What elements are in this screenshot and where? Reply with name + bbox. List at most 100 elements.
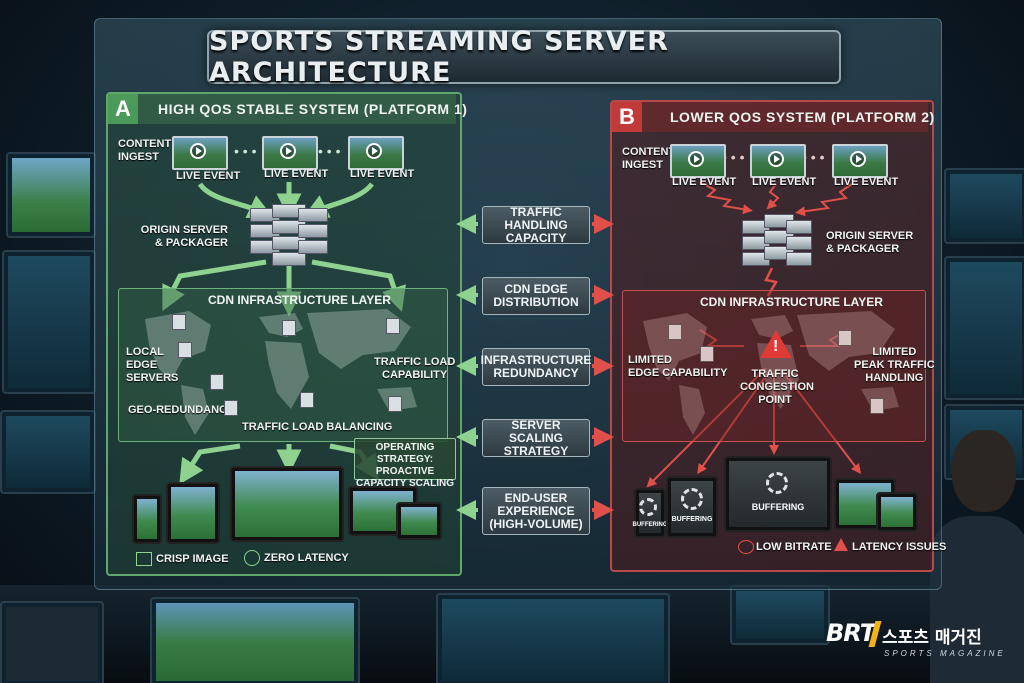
play-icon bbox=[190, 143, 206, 159]
edge-server-icon bbox=[210, 374, 224, 390]
brand-name: BRT bbox=[826, 619, 876, 647]
degraded-delivery-arrow bbox=[781, 369, 862, 474]
crisp-image-label: CRISP IMAGE bbox=[156, 553, 229, 565]
distribution-arrow bbox=[311, 259, 406, 312]
comparison-redundancy: INFRASTRUCTURE REDUNDANCY bbox=[481, 348, 591, 386]
buffering-spinner bbox=[681, 488, 703, 510]
platform-b-header bbox=[612, 102, 928, 132]
live-event-label: LIVE EVENT bbox=[834, 176, 899, 188]
delivery-arrow bbox=[179, 443, 241, 485]
lightning-icon bbox=[244, 550, 260, 566]
buffering-spinner bbox=[766, 472, 788, 494]
desk-monitor bbox=[150, 597, 360, 683]
tablet-device bbox=[396, 502, 442, 540]
unstable-ingest-arrow bbox=[699, 181, 753, 215]
platform-b-badge: B bbox=[612, 102, 642, 132]
platform-a-badge: A bbox=[108, 94, 138, 124]
content-ingest-label: CONTENT INGEST bbox=[622, 146, 676, 171]
warning-icon bbox=[834, 538, 848, 551]
comparison-arrows bbox=[456, 214, 614, 520]
edge-server-icon bbox=[700, 346, 714, 362]
origin-server-label: ORIGIN SERVER & PACKAGER bbox=[140, 224, 228, 249]
limited-edge-label: LIMITED EDGE CAPABILITY bbox=[628, 354, 728, 379]
page-title: SPORTS STREAMING SERVER ARCHITECTURE bbox=[209, 26, 669, 88]
warning-icon bbox=[760, 330, 792, 358]
low-bitrate-label: LOW BITRATE bbox=[756, 541, 832, 553]
svg-text:• • •: • • • bbox=[318, 143, 341, 159]
background-monitor bbox=[6, 152, 96, 238]
tablet-device bbox=[876, 492, 918, 532]
control-desk bbox=[0, 585, 1024, 683]
tv-device-buffering: BUFFERING bbox=[724, 456, 832, 532]
buffering-label: BUFFERING bbox=[671, 516, 713, 523]
geo-redundancy-label: GEO-REDUNDANCY bbox=[128, 404, 235, 416]
live-event-thumbnail bbox=[172, 136, 228, 170]
live-event-thumbnail bbox=[348, 136, 404, 170]
unstable-ingest-arrow bbox=[766, 183, 780, 210]
play-icon bbox=[768, 151, 784, 167]
chart-icon bbox=[136, 552, 152, 566]
live-event-thumbnail bbox=[750, 144, 806, 178]
brand-korean: 스포츠 매거진 bbox=[882, 628, 982, 648]
edge-server-icon bbox=[386, 318, 400, 334]
background-monitor bbox=[2, 250, 96, 394]
lightning-link bbox=[764, 267, 778, 297]
play-icon bbox=[280, 143, 296, 159]
platform-a-title: HIGH QOS STABLE SYSTEM (PLATFORM 1) bbox=[158, 101, 468, 117]
content-ingest-label: CONTENT INGEST bbox=[118, 138, 172, 163]
live-event-label: LIVE EVENT bbox=[176, 170, 241, 182]
live-event-thumbnail bbox=[262, 136, 318, 170]
live-event-label: LIVE EVENT bbox=[752, 176, 817, 188]
play-icon bbox=[688, 151, 704, 167]
title-banner: SPORTS STREAMING SERVER ARCHITECTURE bbox=[207, 26, 841, 88]
live-event-label: LIVE EVENT bbox=[672, 176, 737, 188]
svg-text:• • •: • • • bbox=[234, 143, 257, 159]
svg-text:• • •: • • • bbox=[802, 149, 825, 165]
edge-server-icon bbox=[838, 330, 852, 346]
unstable-ingest-arrow bbox=[795, 183, 853, 217]
background-monitor bbox=[944, 256, 1024, 400]
comparison-server-scaling: SERVER SCALING STRATEGY bbox=[482, 418, 590, 457]
comparison-cdn-edge: CDN EDGE DISTRIBUTION bbox=[482, 277, 590, 315]
degraded-delivery-arrow bbox=[697, 369, 771, 475]
low-bitrate-icon bbox=[738, 540, 754, 554]
buffering-label: BUFFERING bbox=[751, 502, 805, 512]
edge-server-icon bbox=[300, 392, 314, 408]
play-icon bbox=[850, 151, 866, 167]
latency-issues-label: LATENCY ISSUES bbox=[852, 541, 947, 553]
play-icon bbox=[366, 143, 382, 159]
comparison-traffic-handling: TRAFFIC HANDLING CAPACITY bbox=[482, 205, 590, 244]
warning-icon-mark: ! bbox=[773, 338, 779, 355]
distribution-arrow bbox=[162, 259, 267, 312]
svg-text:• • •: • • • bbox=[722, 149, 745, 165]
brand-logo: BRT 스포츠 매거진 SPORTS MAGAZINE bbox=[826, 615, 1014, 665]
live-event-label: LIVE EVENT bbox=[350, 168, 415, 180]
platform-a-header bbox=[108, 94, 456, 124]
phone-device bbox=[132, 494, 162, 544]
background-monitor bbox=[944, 168, 1024, 244]
zero-latency-label: ZERO LATENCY bbox=[264, 552, 349, 564]
cdn-title-b: CDN INFRASTRUCTURE LAYER bbox=[700, 295, 883, 309]
live-event-thumbnail bbox=[832, 144, 888, 178]
server-rack-icon bbox=[298, 208, 328, 260]
tablet-device-buffering: BUFFERING bbox=[666, 476, 718, 538]
edge-server-icon bbox=[668, 324, 682, 340]
cdn-title-a: CDN INFRASTRUCTURE LAYER bbox=[208, 293, 391, 307]
local-edge-label: LOCAL EDGE SERVERS bbox=[126, 346, 179, 384]
edge-server-icon bbox=[282, 320, 296, 336]
server-rack-icon bbox=[786, 220, 812, 272]
background-monitor bbox=[0, 410, 96, 494]
buffering-label: BUFFERING bbox=[632, 522, 668, 528]
lightning-link bbox=[699, 329, 744, 347]
edge-server-icon bbox=[388, 396, 402, 412]
desk-monitor bbox=[0, 601, 104, 683]
server-rack-icon bbox=[272, 204, 306, 266]
desk-monitor bbox=[436, 593, 670, 683]
edge-server-icon bbox=[172, 314, 186, 330]
tv-device bbox=[230, 466, 344, 542]
live-event-thumbnail bbox=[670, 144, 726, 178]
operator-silhouette bbox=[930, 430, 1024, 683]
limited-peak-label: LIMITED PEAK TRAFFIC HANDLING bbox=[854, 346, 935, 384]
cdn-layer-b bbox=[622, 290, 926, 442]
